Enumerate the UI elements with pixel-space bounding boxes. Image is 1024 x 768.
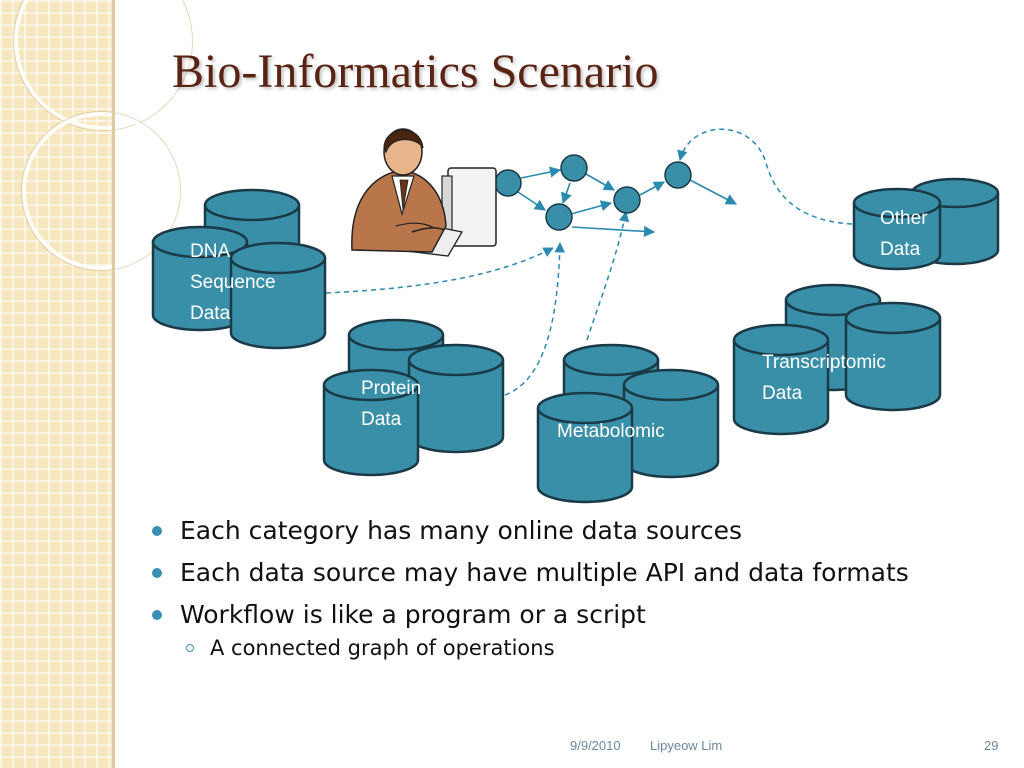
other-data-label: Other Data — [880, 203, 928, 265]
dna-label-line: DNA — [190, 241, 231, 262]
workflow-edges — [517, 166, 737, 237]
workflow-node — [494, 169, 522, 197]
workflow-node — [613, 186, 641, 214]
workflow-edge — [571, 225, 656, 237]
transcriptomic-data-label: Transcriptomic Data — [762, 347, 886, 409]
decorative-ring — [22, 112, 180, 270]
bullet-dot-icon — [152, 610, 162, 620]
bullet-dot-icon — [152, 568, 162, 578]
protein-label-line: Data — [361, 409, 402, 430]
metabolomic-data-label: Metabolomic — [557, 416, 665, 447]
footer-date: 9/9/2010 — [570, 738, 621, 753]
workflow-edge — [639, 181, 665, 196]
database-cylinder-icon — [852, 203, 942, 271]
other-to-workflow-connector — [677, 128, 853, 225]
bullet-item: Each data source may have multiple API a… — [150, 556, 950, 589]
workflow-edge — [689, 179, 737, 205]
database-cylinder-icon — [732, 340, 830, 436]
bullet-item: Each category has many online data sourc… — [150, 514, 950, 547]
dna-to-workflow-connector — [325, 247, 554, 294]
database-cluster-other — [852, 177, 1000, 271]
other-label-line: Data — [880, 239, 921, 260]
bullet-text: Each category has many online data sourc… — [180, 516, 742, 545]
person-at-computer-icon — [351, 128, 497, 257]
bullet-text: Each data source may have multiple API a… — [180, 558, 909, 587]
protein-label-line: Protein — [361, 378, 422, 399]
workflow-edge — [561, 182, 572, 205]
bullet-text: Workflow is like a program or a script — [180, 600, 646, 629]
bullet-dot-icon — [152, 526, 162, 536]
metabolomic-label-line: Metabolomic — [557, 421, 665, 442]
bullet-item: Workflow is like a program or a script — [150, 598, 950, 631]
decorative-side-band — [0, 0, 192, 768]
workflow-edge — [520, 166, 562, 179]
workflow-nodes — [494, 154, 692, 231]
database-cluster-transcriptomic — [732, 283, 942, 436]
sub-bullet-text: A connected graph of operations — [210, 636, 555, 660]
workflow-edge — [585, 173, 615, 191]
metabolomic-to-workflow-connector — [586, 210, 630, 341]
bullet-list: Each category has many online data sourc… — [150, 514, 950, 662]
dna-sequence-data-label: DNA Sequence Data — [190, 236, 276, 329]
slide-title: Bio-Informatics Scenario — [172, 45, 659, 98]
dna-label-line: Sequence — [190, 272, 276, 293]
database-cylinder-icon — [536, 408, 634, 504]
protein-data-label: Protein Data — [361, 373, 421, 435]
protein-to-workflow-connector — [504, 241, 566, 396]
footer-page-number: 29 — [984, 738, 999, 753]
footer-author: Lipyeow Lim — [650, 738, 723, 753]
database-cylinder-icon — [322, 385, 420, 477]
transcriptomic-label-line: Transcriptomic — [762, 352, 886, 373]
workflow-edge — [570, 200, 613, 215]
database-cylinder-icon — [229, 258, 327, 350]
sub-bullet-item: A connected graph of operations — [150, 634, 950, 662]
other-label-line: Other — [880, 208, 928, 229]
database-cluster-dna — [151, 188, 327, 350]
sub-bullet-circle-icon — [186, 644, 194, 652]
workflow-node — [664, 161, 692, 189]
workflow-node — [560, 154, 588, 182]
database-cluster-protein — [322, 318, 505, 477]
database-cylinder-icon — [844, 318, 942, 412]
side-band-edge — [112, 0, 115, 768]
data-flow-connectors — [325, 128, 853, 396]
workflow-edge — [517, 191, 546, 211]
workflow-node — [545, 203, 573, 231]
database-cluster-metabolomic — [536, 343, 720, 504]
dna-label-line: Data — [190, 303, 231, 324]
transcriptomic-label-line: Data — [762, 383, 803, 404]
